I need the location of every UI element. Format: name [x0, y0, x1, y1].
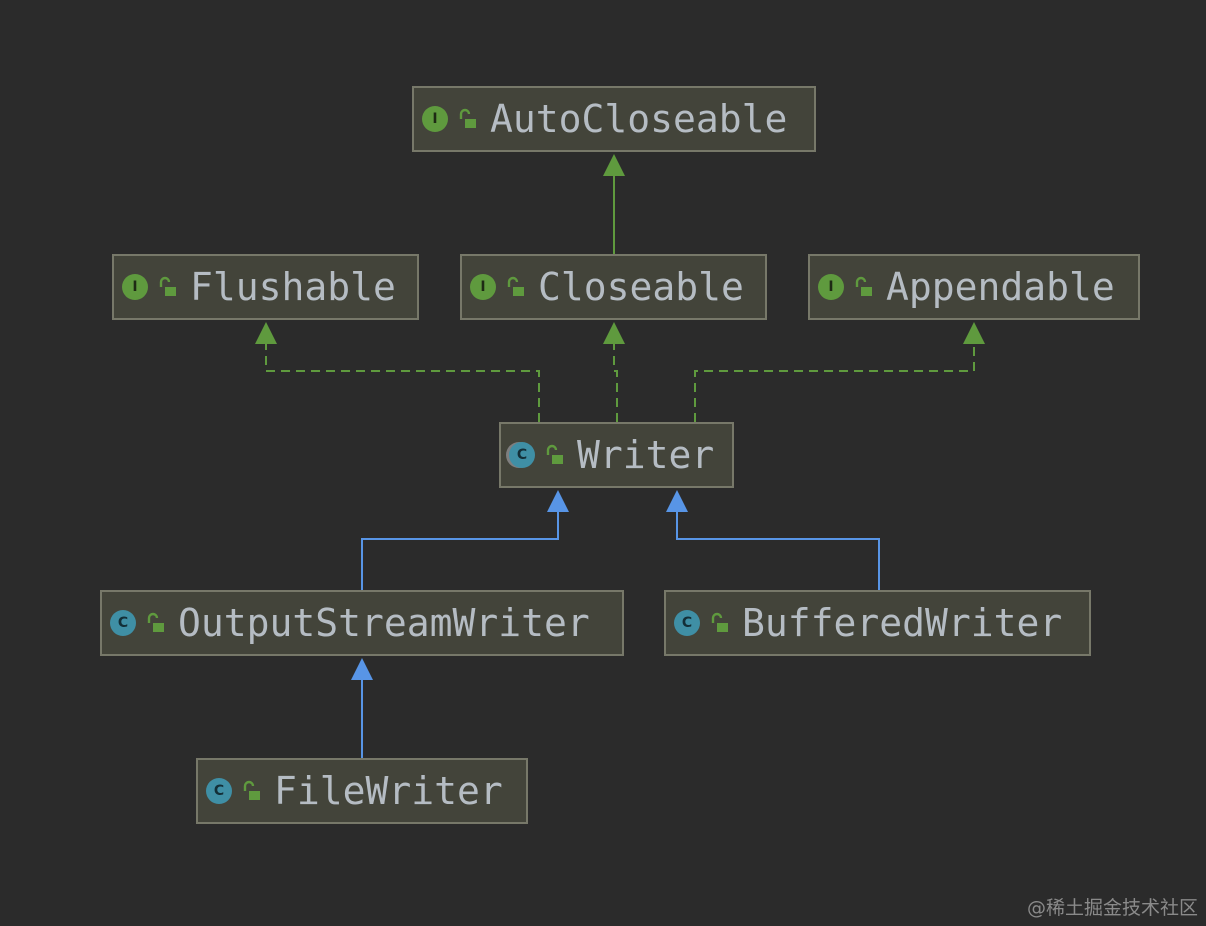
- edge-writer-to-closeable: [603, 322, 625, 422]
- node-label: FileWriter: [274, 769, 503, 813]
- edge-line: [361, 512, 559, 590]
- edge-closeable-to-autocloseable: [603, 154, 625, 254]
- arrowhead-icon: [666, 490, 688, 512]
- edge-writer-to-appendable: [694, 322, 985, 422]
- node-flushable[interactable]: I Flushable: [112, 254, 419, 320]
- abstract-class-icon: C: [509, 442, 535, 468]
- arrowhead-icon: [351, 658, 373, 680]
- edge-outputstreamwriter-to-writer: [361, 490, 569, 590]
- arrowhead-icon: [603, 322, 625, 344]
- public-lock-icon: [507, 276, 524, 296]
- node-label: Writer: [577, 433, 715, 477]
- node-bufferedwriter[interactable]: C BufferedWriter: [664, 590, 1091, 656]
- arrowhead-icon: [603, 154, 625, 176]
- arrowhead-icon: [255, 322, 277, 344]
- edge-line: [613, 344, 618, 422]
- watermark: @稀土掘金技术社区: [1026, 897, 1198, 919]
- edge-filewriter-to-outputstreamwriter: [351, 658, 373, 758]
- class-icon: C: [110, 610, 136, 636]
- public-lock-icon: [711, 612, 728, 632]
- node-label: Closeable: [538, 265, 744, 309]
- public-lock-icon: [147, 612, 164, 632]
- interface-icon: I: [470, 274, 496, 300]
- node-closeable[interactable]: I Closeable: [460, 254, 767, 320]
- edge-line: [265, 344, 540, 422]
- node-outputstreamwriter[interactable]: C OutputStreamWriter: [100, 590, 624, 656]
- arrowhead-icon: [547, 490, 569, 512]
- class-icon: C: [206, 778, 232, 804]
- node-label: Appendable: [886, 265, 1115, 309]
- arrowhead-icon: [963, 322, 985, 344]
- node-label: BufferedWriter: [742, 601, 1063, 645]
- node-filewriter[interactable]: C FileWriter: [196, 758, 528, 824]
- public-lock-icon: [546, 444, 563, 464]
- public-lock-icon: [159, 276, 176, 296]
- public-lock-icon: [243, 780, 260, 800]
- node-label: OutputStreamWriter: [178, 601, 590, 645]
- node-appendable[interactable]: I Appendable: [808, 254, 1140, 320]
- node-label: AutoCloseable: [490, 97, 788, 141]
- public-lock-icon: [855, 276, 872, 296]
- edge-writer-to-flushable: [255, 322, 540, 422]
- node-writer[interactable]: C Writer: [499, 422, 734, 488]
- edge-line: [694, 344, 975, 422]
- node-autocloseable[interactable]: I AutoCloseable: [412, 86, 816, 152]
- interface-icon: I: [122, 274, 148, 300]
- class-icon: C: [674, 610, 700, 636]
- node-label: Flushable: [190, 265, 396, 309]
- edge-bufferedwriter-to-writer: [666, 490, 880, 590]
- public-lock-icon: [459, 108, 476, 128]
- interface-icon: I: [422, 106, 448, 132]
- edge-line: [676, 512, 880, 590]
- interface-icon: I: [818, 274, 844, 300]
